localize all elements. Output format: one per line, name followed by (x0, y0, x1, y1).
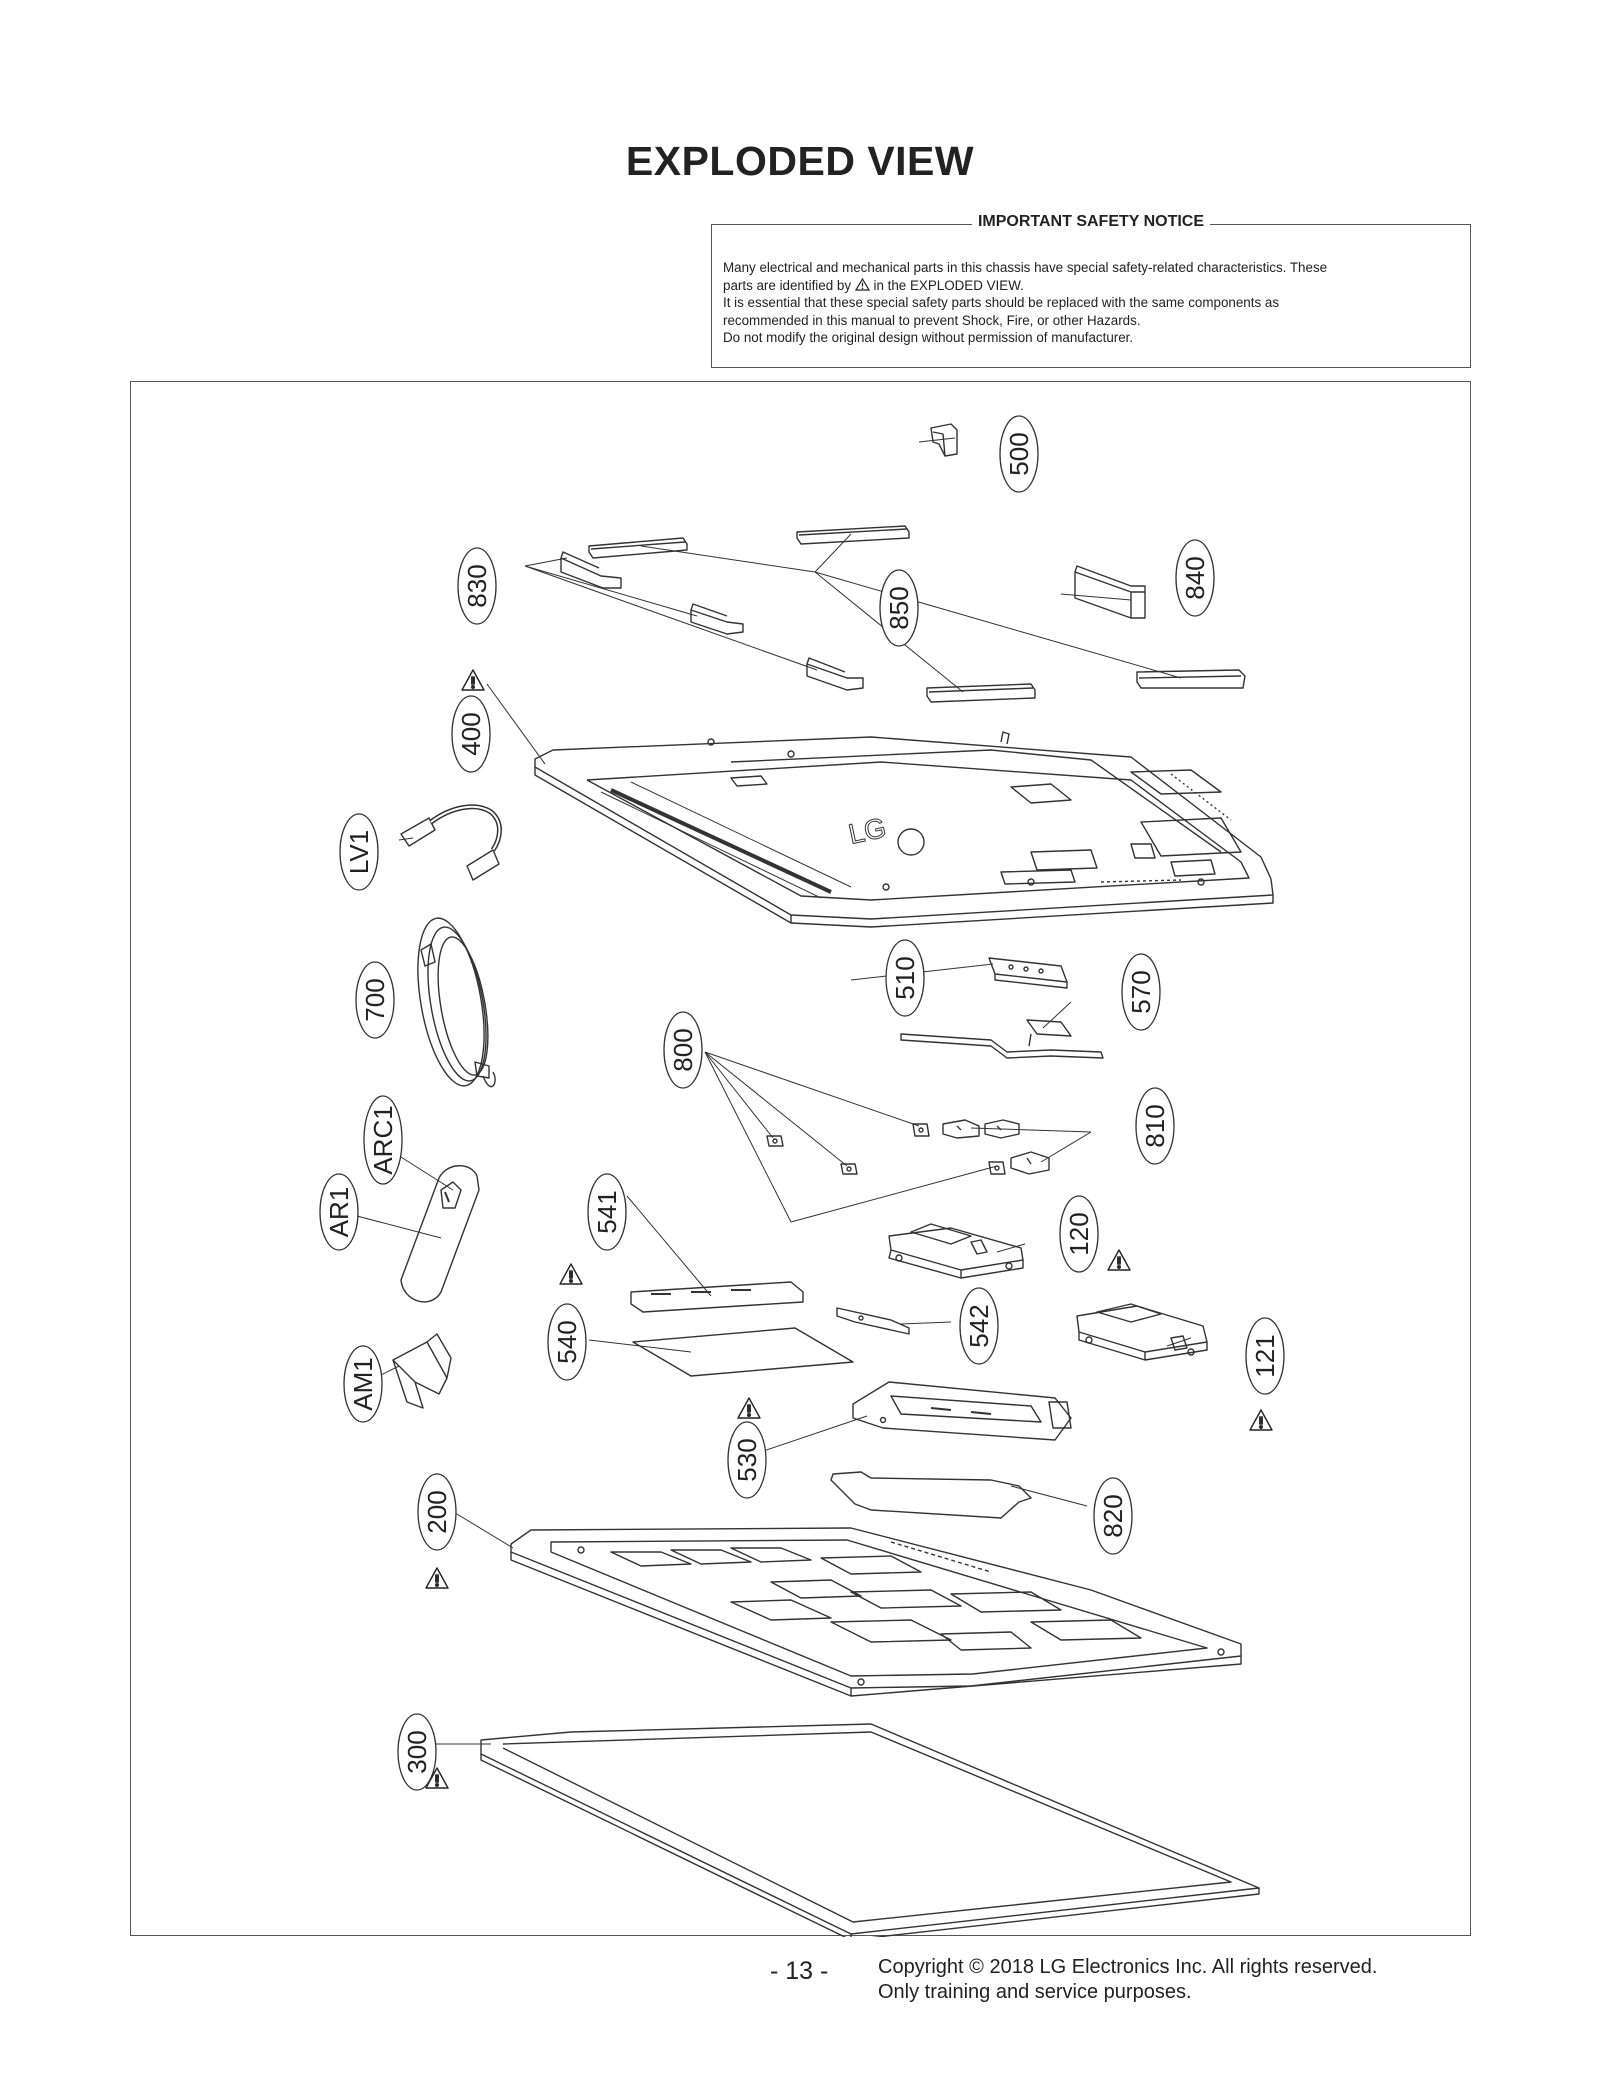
callout-400: 400 (451, 695, 491, 773)
safety-notice-text: Many electrical and mechanical parts in … (723, 259, 1457, 347)
callout-120-label: 120 (1064, 1212, 1094, 1255)
part-530-main-board (852, 1381, 1072, 1441)
callout-830: 830 (457, 547, 497, 625)
callout-540-label: 540 (552, 1320, 582, 1363)
notice-line-1: Many electrical and mechanical parts in … (723, 260, 1328, 275)
callout-810-label: 810 (1140, 1104, 1170, 1147)
part-121-board (1076, 1303, 1208, 1361)
callout-820: 820 (1093, 1477, 1133, 1555)
callout-510: 510 (885, 939, 925, 1017)
part-830-bracket (690, 603, 744, 635)
part-500-clip (930, 423, 958, 457)
part-540-sheet (632, 1327, 854, 1377)
callout-800: 800 (663, 1011, 703, 1089)
exploded-view-diagram: LG (130, 381, 1471, 1937)
page-number: - 13 - (770, 1957, 829, 1985)
callout-830-label: 830 (462, 564, 492, 607)
warning-triangle-icon (461, 669, 485, 691)
part-700-power-cord (417, 917, 496, 1088)
part-830-bracket (806, 657, 864, 691)
part-AM1-bracket (392, 1333, 452, 1409)
svg-text:LG: LG (846, 812, 889, 850)
callout-AR1: AR1 (319, 1173, 359, 1251)
notice-line-5: Do not modify the original design withou… (723, 330, 1134, 345)
safety-notice-box: IMPORTANT SAFETY NOTICE Many electrical … (711, 213, 1471, 368)
part-830-bracket (560, 551, 622, 589)
part-AR1-remote-control (400, 1165, 480, 1303)
callout-700-label: 700 (360, 978, 390, 1021)
callout-LV1-label: LV1 (344, 830, 374, 874)
part-400-back-cover: LG (534, 731, 1274, 928)
callout-850: 850 (879, 569, 919, 647)
callout-AM1-label: AM1 (348, 1357, 378, 1410)
callout-850-label: 850 (884, 586, 914, 629)
copyright-line-2: Only training and service purposes. (878, 1981, 1192, 2003)
part-850-bracket (1136, 669, 1246, 689)
part-800-connector (766, 1123, 1006, 1175)
part-570-cable (900, 1019, 1104, 1059)
callout-810: 810 (1135, 1087, 1175, 1165)
callout-AM1: AM1 (343, 1345, 383, 1423)
part-300-bezel (480, 1723, 1260, 1937)
callout-510-label: 510 (890, 956, 920, 999)
part-541-board (630, 1281, 804, 1313)
callout-200-label: 200 (422, 1490, 452, 1533)
warning-triangle-icon (1249, 1409, 1273, 1431)
callout-840-label: 840 (1180, 556, 1210, 599)
part-810-connector (942, 1119, 1050, 1175)
warning-triangle-icon (425, 1567, 449, 1589)
callout-121: 121 (1245, 1317, 1285, 1395)
warning-triangle-icon (559, 1263, 583, 1285)
safety-notice-heading: IMPORTANT SAFETY NOTICE (971, 213, 1211, 230)
callout-120: 120 (1059, 1195, 1099, 1273)
callout-500: 500 (999, 415, 1039, 493)
page-title: EXPLODED VIEW (625, 138, 975, 184)
callout-570: 570 (1121, 953, 1161, 1031)
callout-300: 300 (397, 1713, 437, 1791)
callout-300-label: 300 (402, 1730, 432, 1773)
callout-840: 840 (1175, 539, 1215, 617)
callout-700: 700 (355, 961, 395, 1039)
part-840-bracket (1074, 565, 1146, 619)
part-542-board (836, 1307, 910, 1335)
part-120-board (888, 1223, 1024, 1279)
callout-541-label: 541 (592, 1190, 622, 1233)
part-820-shield (830, 1471, 1032, 1519)
warning-triangle-icon (854, 277, 870, 291)
callout-541: 541 (587, 1173, 627, 1251)
callout-530-label: 530 (732, 1438, 762, 1481)
callout-ARC1: ARC1 (363, 1095, 403, 1185)
callout-LV1: LV1 (339, 813, 379, 891)
part-200-module (510, 1527, 1242, 1697)
copyright-line-1: Copyright © 2018 LG Electronics Inc. All… (878, 1956, 1378, 1978)
exploded-view-drawing: LG (319, 415, 1285, 1937)
callout-121-label: 121 (1250, 1334, 1280, 1377)
leader-lines (356, 437, 1192, 1745)
part-850-bracket (796, 525, 910, 545)
part-850-bracket (926, 683, 1036, 703)
notice-line-2: parts are identified by in the EXPLODED … (723, 277, 1024, 293)
callout-ARC1-label: ARC1 (368, 1105, 398, 1174)
warning-triangle-icon (1107, 1249, 1131, 1271)
callout-500-label: 500 (1004, 432, 1034, 475)
callout-542-label: 542 (964, 1304, 994, 1347)
callout-542: 542 (959, 1287, 999, 1365)
callout-570-label: 570 (1126, 970, 1156, 1013)
callout-820-label: 820 (1098, 1494, 1128, 1537)
warning-triangle-icon (737, 1397, 761, 1419)
callout-530: 530 (727, 1421, 767, 1499)
callout-800-label: 800 (668, 1028, 698, 1071)
callout-200: 200 (417, 1473, 457, 1551)
copyright-notice: Copyright © 2018 LG Electronics Inc. All… (878, 1955, 1377, 2005)
part-850-bracket (588, 537, 688, 559)
callout-AR1-label: AR1 (324, 1187, 354, 1238)
notice-line-3: It is essential that these special safet… (723, 295, 1280, 310)
callout-400-label: 400 (456, 712, 486, 755)
notice-line-4: recommended in this manual to prevent Sh… (723, 312, 1141, 328)
part-510-board (988, 957, 1068, 989)
callout-540: 540 (547, 1303, 587, 1381)
part-LV1-cable (400, 804, 502, 881)
